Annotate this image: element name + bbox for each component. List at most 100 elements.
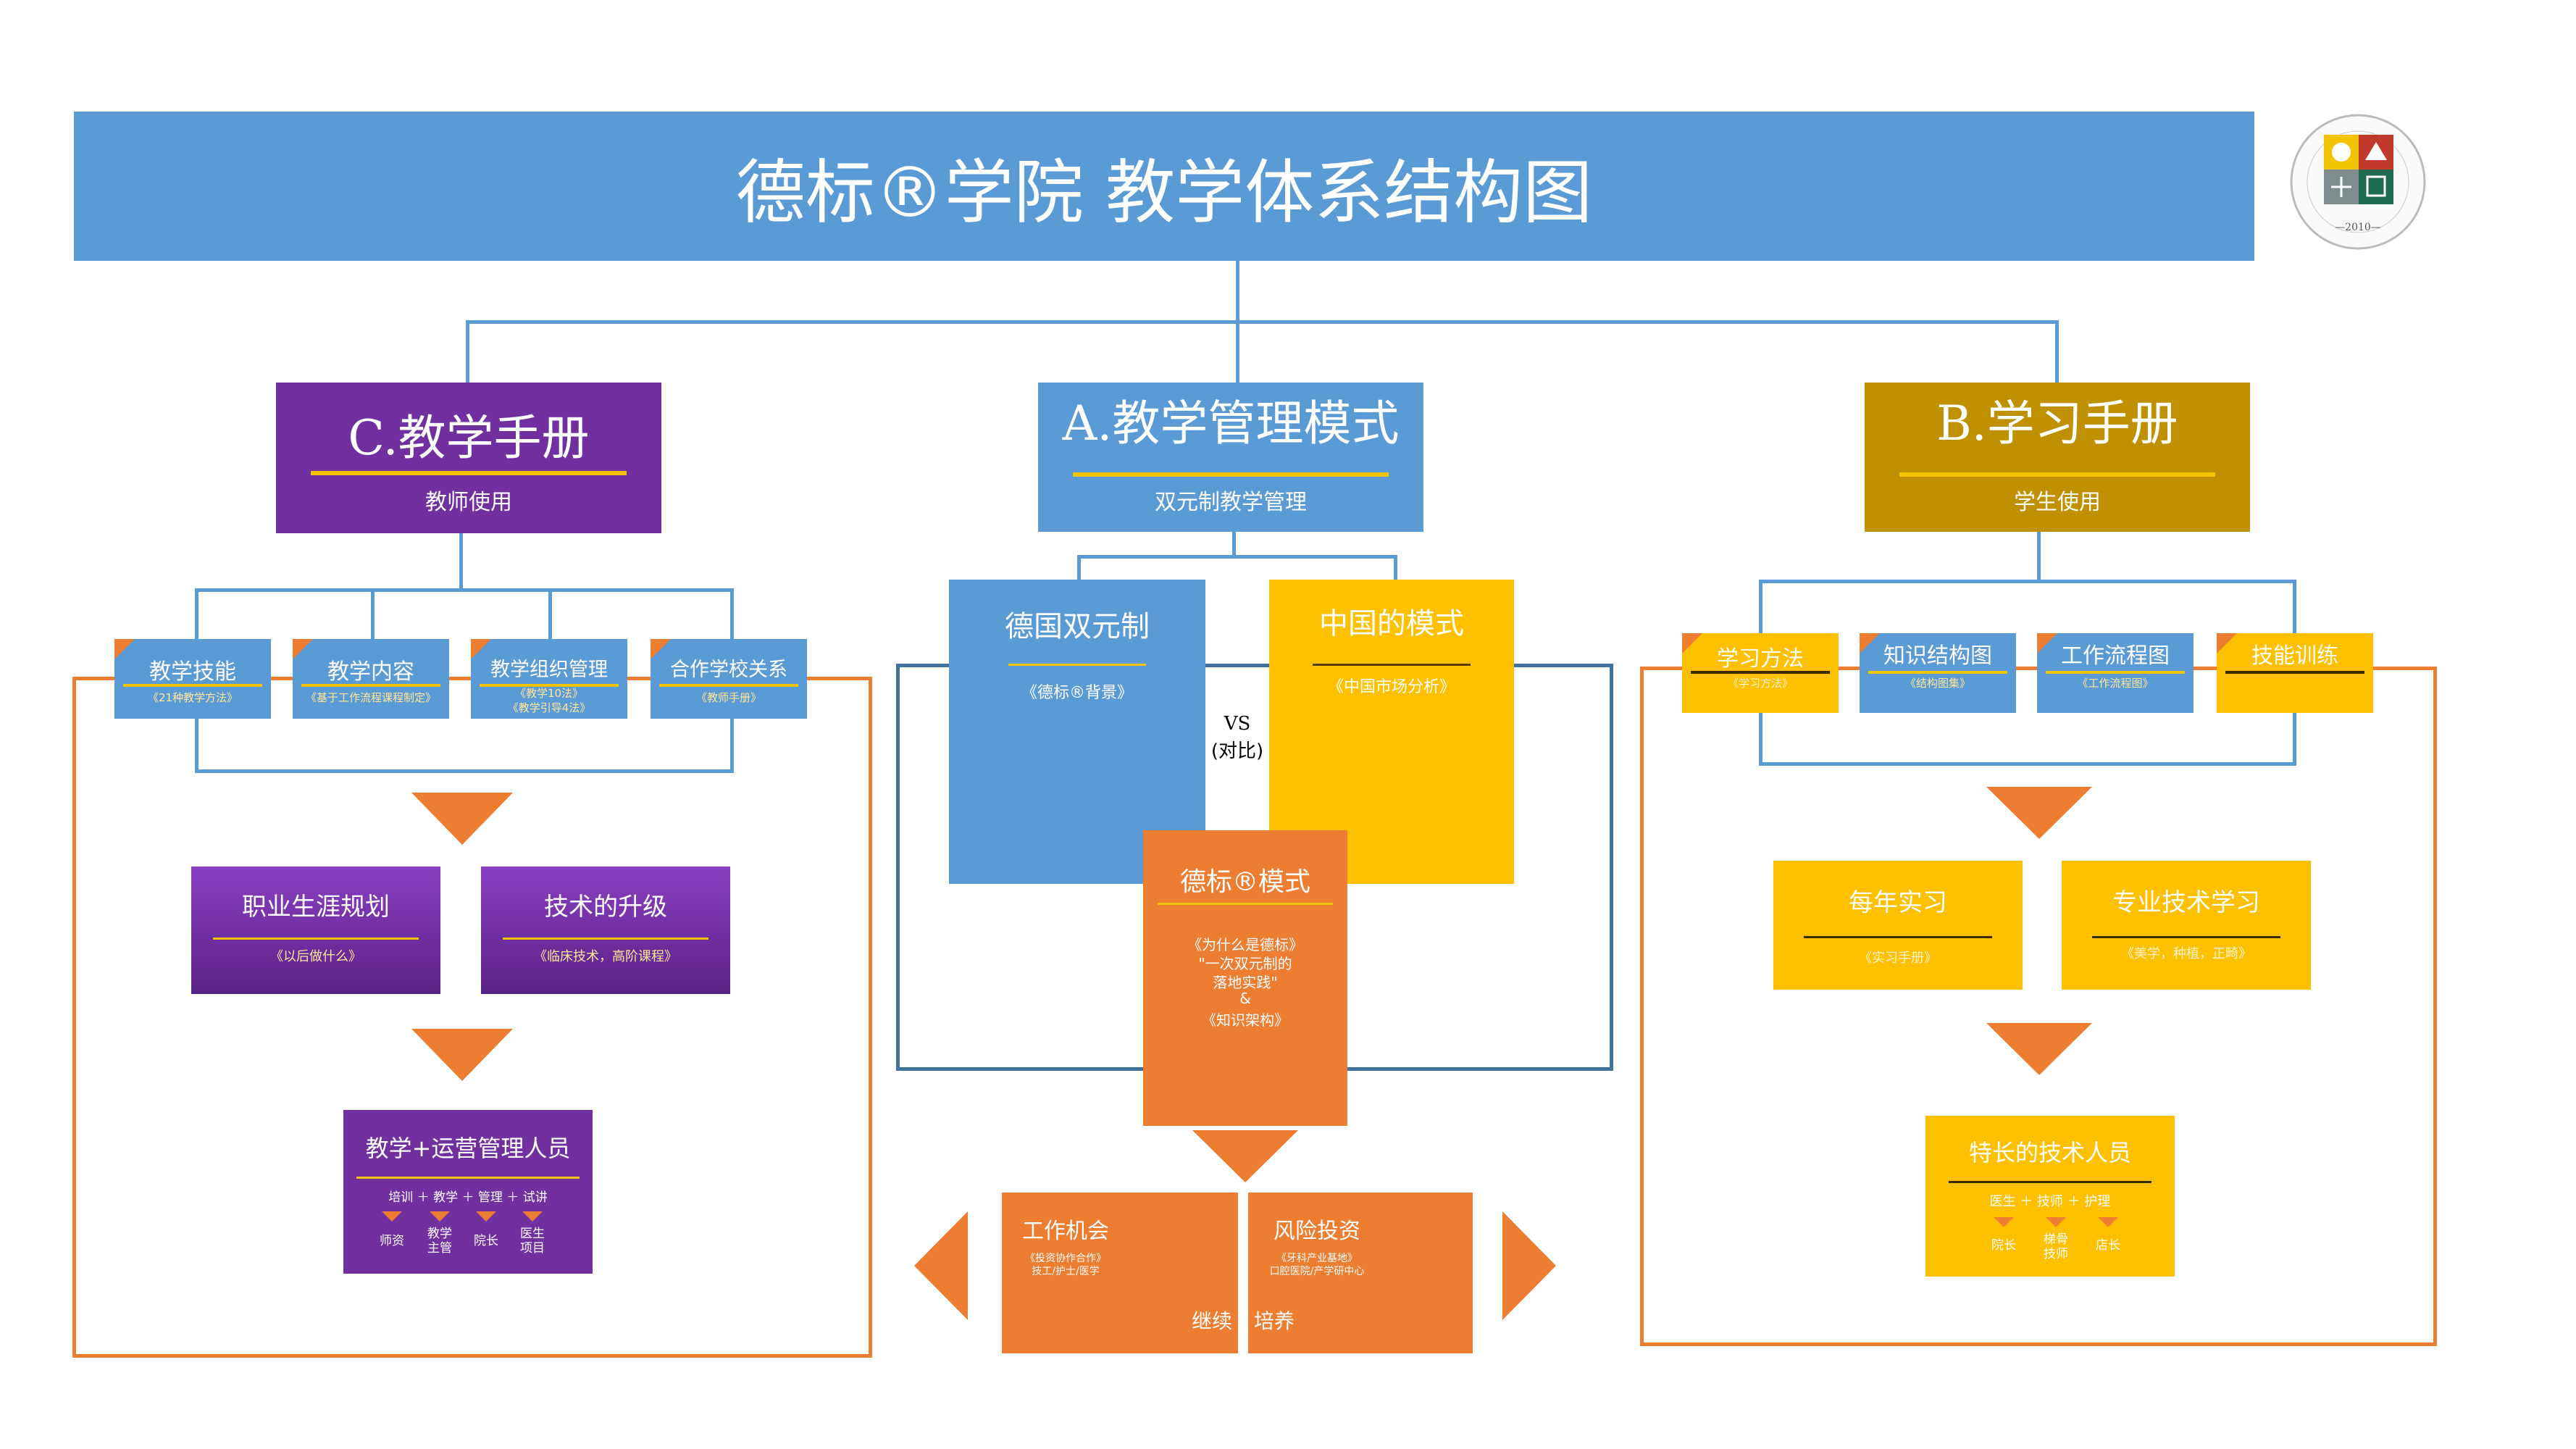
item-title: 工作流程图 bbox=[2061, 643, 2170, 669]
connector bbox=[1759, 762, 2296, 766]
connector bbox=[2055, 320, 2059, 385]
divider bbox=[123, 684, 262, 687]
left-item-org-management: 教学组织管理 《教学10法》 《教学引导4法》 bbox=[471, 639, 627, 719]
debiao-model-box: 德标®模式 《为什么是德标》 "一次双元制的 落地实践" & 《知识架构》 bbox=[1143, 830, 1347, 1126]
role-label: 医生 项目 bbox=[520, 1227, 545, 1256]
card-sub: 《中国市场分析》 bbox=[1327, 678, 1455, 696]
svg-text:—2010—: —2010— bbox=[2335, 222, 2381, 233]
card-sub: 《以后做什么》 bbox=[270, 949, 361, 964]
connector bbox=[1232, 532, 1236, 556]
item-title: 教学内容 bbox=[327, 659, 414, 685]
management-mode-title: A.教学管理模式 bbox=[1062, 396, 1400, 451]
corner-marker bbox=[651, 639, 671, 659]
divider bbox=[1158, 903, 1333, 905]
divider bbox=[1899, 472, 2215, 477]
card-title: 德标®模式 bbox=[1179, 867, 1310, 897]
connector bbox=[548, 588, 552, 639]
card-title: 特长的技术人员 bbox=[1968, 1139, 2131, 1166]
learning-manual-title: B.学习手册 bbox=[1936, 396, 2178, 451]
down-arrow-icon bbox=[411, 1029, 513, 1081]
connector bbox=[195, 588, 734, 592]
down-arrow-icon bbox=[2046, 1217, 2066, 1227]
corner-marker bbox=[1860, 633, 1880, 653]
connector bbox=[466, 320, 2059, 324]
item-sub: 《基于工作流程课程制定》 bbox=[305, 691, 436, 704]
divider bbox=[301, 684, 440, 687]
connector bbox=[2293, 580, 2296, 633]
item-title: 技能训练 bbox=[2251, 643, 2338, 669]
connector bbox=[1077, 555, 1397, 559]
corner-marker bbox=[471, 639, 491, 659]
card-title: 教学+运营管理人员 bbox=[365, 1135, 571, 1162]
right-item-knowledge-map: 知识结构图 《结构图集》 bbox=[1860, 633, 2016, 713]
down-arrow-icon bbox=[522, 1211, 543, 1222]
connector bbox=[195, 588, 198, 639]
connector bbox=[1077, 555, 1081, 581]
management-mode-box: A.教学管理模式 双元制教学管理 bbox=[1038, 383, 1423, 532]
corner-marker bbox=[293, 639, 313, 659]
model-line: "一次双元制的 bbox=[1198, 955, 1292, 972]
staff-row: 培训 ＋ 教学 ＋ 管理 ＋ 试讲 bbox=[388, 1190, 548, 1205]
item-sub: 《教学10法》 bbox=[514, 687, 584, 700]
management-mode-subtitle: 双元制教学管理 bbox=[1155, 490, 1307, 515]
staff-box: 教学+运营管理人员 培训 ＋ 教学 ＋ 管理 ＋ 试讲 师资 教学 主管 院长 … bbox=[343, 1110, 593, 1274]
connector bbox=[459, 533, 463, 590]
page-title: 德标®学院 教学体系结构图 bbox=[735, 151, 1593, 233]
divider bbox=[480, 684, 619, 687]
learning-manual-box: B.学习手册 学生使用 bbox=[1865, 383, 2250, 532]
model-line: 《知识架构》 bbox=[1202, 1011, 1289, 1029]
connector bbox=[2037, 532, 2041, 581]
card-sub: 口腔医院/产学研中心 bbox=[1269, 1266, 1365, 1277]
item-title: 知识结构图 bbox=[1883, 643, 1992, 669]
card-title: 专业技术学习 bbox=[2112, 888, 2260, 917]
card-sub: 《德标®背景》 bbox=[1021, 684, 1133, 702]
job-opportunity-box: 工作机会 《投资协作合作》 技工/护士/医学 继续 bbox=[1002, 1193, 1238, 1353]
divider bbox=[1949, 1181, 2151, 1183]
role-label: 师资 bbox=[380, 1234, 404, 1248]
item-sub: 《工作流程图》 bbox=[2077, 677, 2154, 690]
divider bbox=[1073, 472, 1389, 477]
right-arrow-icon bbox=[1502, 1211, 1556, 1320]
divider bbox=[213, 938, 419, 940]
divider bbox=[2046, 671, 2185, 674]
annual-internship-box: 每年实习 《实习手册》 bbox=[1773, 861, 2023, 990]
card-sub: 《牙科产业基地》 bbox=[1276, 1253, 1358, 1264]
item-sub: 《教师手册》 bbox=[695, 691, 761, 704]
divider bbox=[1868, 671, 2007, 674]
card-sub: 《投资协作合作》 bbox=[1025, 1253, 1106, 1264]
model-line: 《为什么是德标》 bbox=[1187, 936, 1303, 953]
down-arrow-icon bbox=[411, 793, 513, 845]
left-item-teaching-skills: 教学技能 《21种教学方法》 bbox=[114, 639, 271, 719]
vs-label: VS bbox=[1224, 713, 1251, 735]
connector bbox=[1759, 580, 1762, 633]
down-arrow-icon bbox=[382, 1211, 402, 1222]
role-label: 梯骨 技师 bbox=[2044, 1232, 2068, 1261]
left-item-partner-schools: 合作学校关系 《教师手册》 bbox=[651, 639, 807, 719]
venture-invest-box: 风险投资 《牙科产业基地》 口腔医院/产学研中心 培养 bbox=[1248, 1193, 1473, 1353]
item-title: 合作学校关系 bbox=[670, 659, 787, 681]
corner-marker bbox=[1682, 633, 1702, 653]
item-sub: 《教学引导4法》 bbox=[507, 701, 591, 714]
divider bbox=[2092, 936, 2280, 938]
connector bbox=[730, 717, 734, 772]
item-sub: 《结构图集》 bbox=[1904, 677, 1970, 690]
down-arrow-icon bbox=[1994, 1217, 2014, 1227]
connector bbox=[195, 769, 734, 773]
teaching-manual-box: C.教学手册 教师使用 bbox=[276, 383, 661, 533]
down-arrow-icon bbox=[1986, 1023, 2092, 1075]
down-arrow-icon bbox=[2098, 1217, 2118, 1227]
corner-marker bbox=[114, 639, 135, 659]
connector bbox=[195, 717, 198, 772]
item-sub: 《学习方法》 bbox=[1727, 677, 1793, 690]
connector bbox=[1236, 320, 1239, 385]
divider bbox=[356, 1177, 580, 1179]
role-label: 店长 bbox=[2096, 1238, 2120, 1253]
card-title: 工作机会 bbox=[1022, 1219, 1109, 1244]
connector bbox=[466, 320, 469, 385]
connector bbox=[1394, 555, 1397, 581]
divider bbox=[659, 684, 798, 687]
connector bbox=[1236, 261, 1239, 322]
card-title: 每年实习 bbox=[1849, 888, 1947, 917]
learning-manual-subtitle: 学生使用 bbox=[2014, 490, 2101, 515]
model-line: & bbox=[1239, 990, 1251, 1007]
